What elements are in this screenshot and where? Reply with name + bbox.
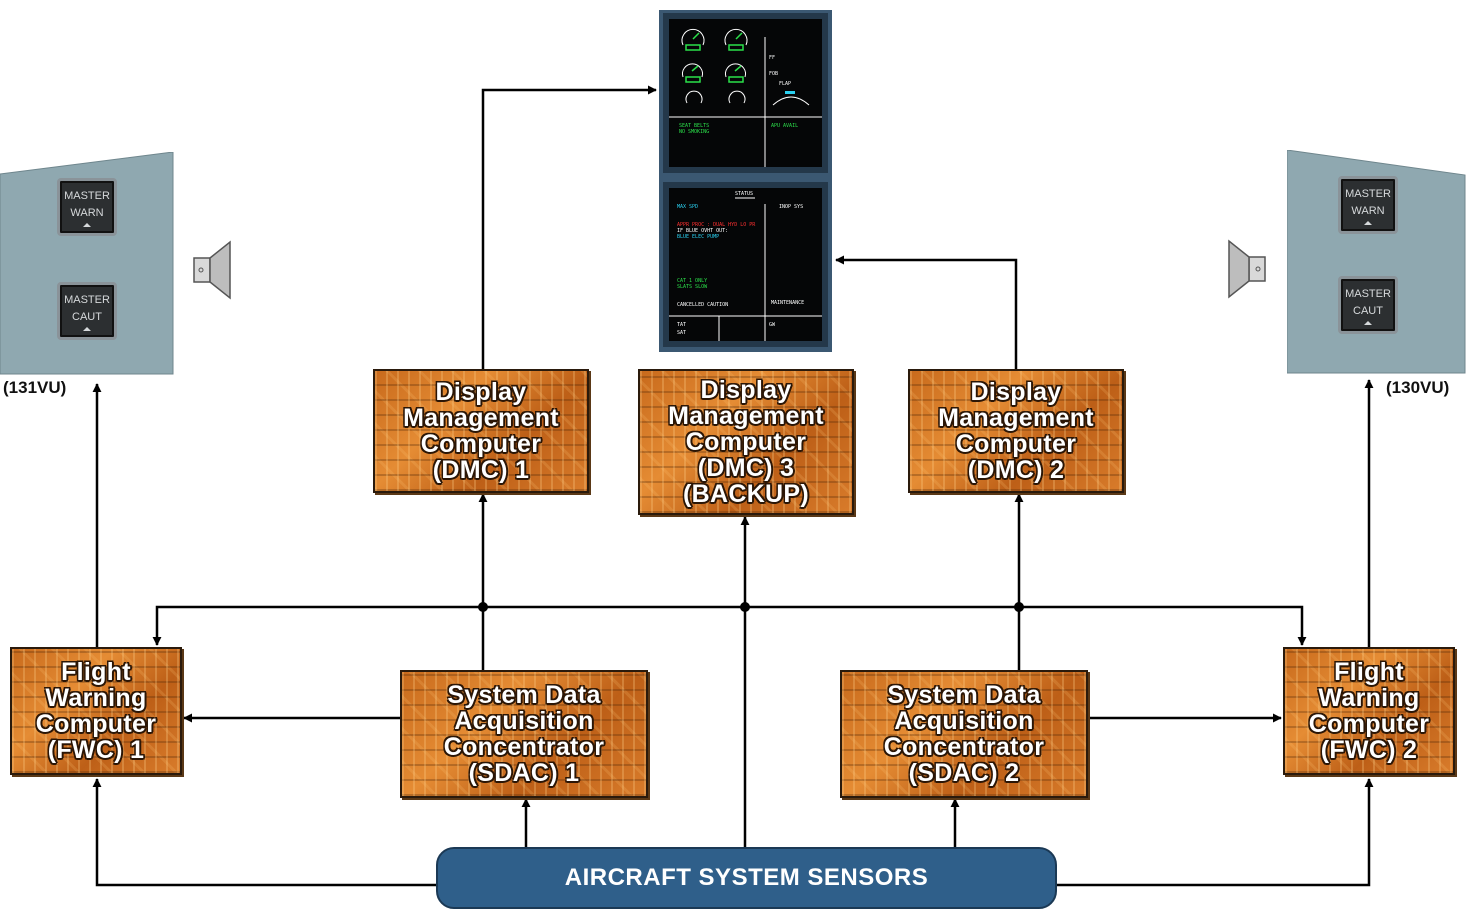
status-if-blue: IF BLUE OVHT OUT: — [677, 228, 729, 234]
master-warn-label-top: MASTER — [1345, 187, 1391, 200]
memo-apu-avail: APU AVAIL — [771, 123, 799, 129]
sdac-1-box: System Data Acquisition Concentrator (SD… — [400, 670, 648, 798]
status-inop-sys: INOP SYS — [779, 204, 804, 210]
right-glareshield-panel — [1287, 150, 1466, 374]
gauge-icon — [682, 63, 703, 78]
master-warn-label-top: MASTER — [64, 189, 110, 202]
panel-label-131vu: (131VU) — [3, 378, 67, 397]
gauge-icon — [724, 28, 748, 46]
sdac-1-label: System Data Acquisition Concentrator (SD… — [443, 681, 605, 787]
status-page-lines — [669, 197, 822, 341]
left-glareshield-panel — [0, 152, 174, 375]
dmc-2-box: Display Management Computer (DMC) 2 — [908, 369, 1124, 493]
wire-dmc1-upper-ecam — [481, 85, 657, 369]
speaker-icon — [1228, 239, 1266, 299]
gauge-icon — [725, 63, 746, 78]
fwc-2-box: Flight Warning Computer (FWC) 2 — [1283, 647, 1455, 775]
wire-sensors-fwc1 — [92, 778, 436, 887]
gauge-icon — [681, 28, 705, 46]
gauge-icon — [728, 90, 746, 104]
wire-sensors-fwc2 — [1057, 778, 1374, 887]
fwc-2-label: Flight Warning Computer (FWC) 2 — [1308, 658, 1430, 764]
wire-bus-right — [1019, 605, 1307, 646]
master-caut-button-right[interactable]: MASTER CAUT — [1338, 276, 1398, 334]
ff-label: FF — [769, 55, 776, 61]
status-title: STATUS — [735, 191, 754, 197]
sensors-label: AIRCRAFT SYSTEM SENSORS — [564, 864, 929, 891]
master-caut-label-top: MASTER — [1345, 287, 1391, 300]
fwc-1-box: Flight Warning Computer (FWC) 1 — [10, 647, 182, 775]
dmc-3-backup-box: Display Management Computer (DMC) 3 (BAC… — [638, 369, 854, 515]
status-sat: SAT — [677, 330, 687, 336]
master-caut-label-bottom: CAUT — [72, 310, 102, 323]
master-caut-button-left[interactable]: MASTER CAUT — [57, 282, 117, 340]
flap-label: FLAP — [779, 81, 792, 87]
status-cancelled: CANCELLED CAUTION — [677, 302, 729, 308]
lower-ecam-display: STATUS MAX SPD APPR PROC : DUAL HYD LO P… — [663, 182, 828, 347]
status-cat1: CAT 1 ONLY — [677, 278, 708, 284]
dmc-3-label: Display Management Computer (DMC) 3 (BAC… — [668, 376, 824, 508]
master-warn-label-bottom: WARN — [1351, 204, 1385, 217]
dmc-2-label: Display Management Computer (DMC) 2 — [938, 378, 1094, 484]
engine-gauges — [669, 28, 822, 167]
sdac-2-label: System Data Acquisition Concentrator (SD… — [883, 681, 1045, 787]
fob-label: FOB — [769, 71, 779, 77]
gauge-icon — [685, 90, 703, 104]
junction-dot-3 — [740, 602, 750, 612]
wire-bus-left — [152, 605, 483, 646]
memo-no-smoking: NO SMOKING — [679, 129, 710, 135]
master-warn-label-bottom: WARN — [70, 206, 104, 219]
status-max-spd: MAX SPD — [677, 204, 699, 210]
aircraft-system-sensors-box: AIRCRAFT SYSTEM SENSORS — [436, 847, 1057, 909]
master-caut-label-bottom: CAUT — [1353, 304, 1383, 317]
junction-dot-1 — [478, 602, 488, 612]
status-maintenance: MAINTENANCE — [771, 300, 805, 306]
status-gw: GW — [769, 322, 776, 328]
wire-dmc2-lower-ecam — [835, 255, 1018, 369]
fwc-1-label: Flight Warning Computer (FWC) 1 — [35, 658, 157, 764]
master-warn-button-right[interactable]: MASTER WARN — [1338, 176, 1398, 234]
dmc-1-box: Display Management Computer (DMC) 1 — [373, 369, 589, 493]
status-tat: TAT — [677, 322, 687, 328]
status-slats-slow: SLATS SLOW — [677, 284, 708, 290]
status-blue-pump: BLUE ELEC PUMP — [677, 234, 720, 240]
master-caut-label-top: MASTER — [64, 293, 110, 306]
junction-dot-2 — [1014, 602, 1024, 612]
panel-label-130vu: (130VU) — [1386, 378, 1450, 397]
sdac-2-box: System Data Acquisition Concentrator (SD… — [840, 670, 1088, 798]
speaker-icon — [193, 240, 231, 300]
status-appr-proc: APPR PROC : DUAL HYD LO PR — [677, 222, 756, 228]
upper-ecam-display: FLAP FF FOB SEAT BELTS NO SMOKING APU AV… — [663, 13, 828, 173]
dmc-1-label: Display Management Computer (DMC) 1 — [403, 378, 559, 484]
memo-seat-belts: SEAT BELTS — [679, 123, 710, 129]
master-warn-button-left[interactable]: MASTER WARN — [57, 178, 117, 236]
